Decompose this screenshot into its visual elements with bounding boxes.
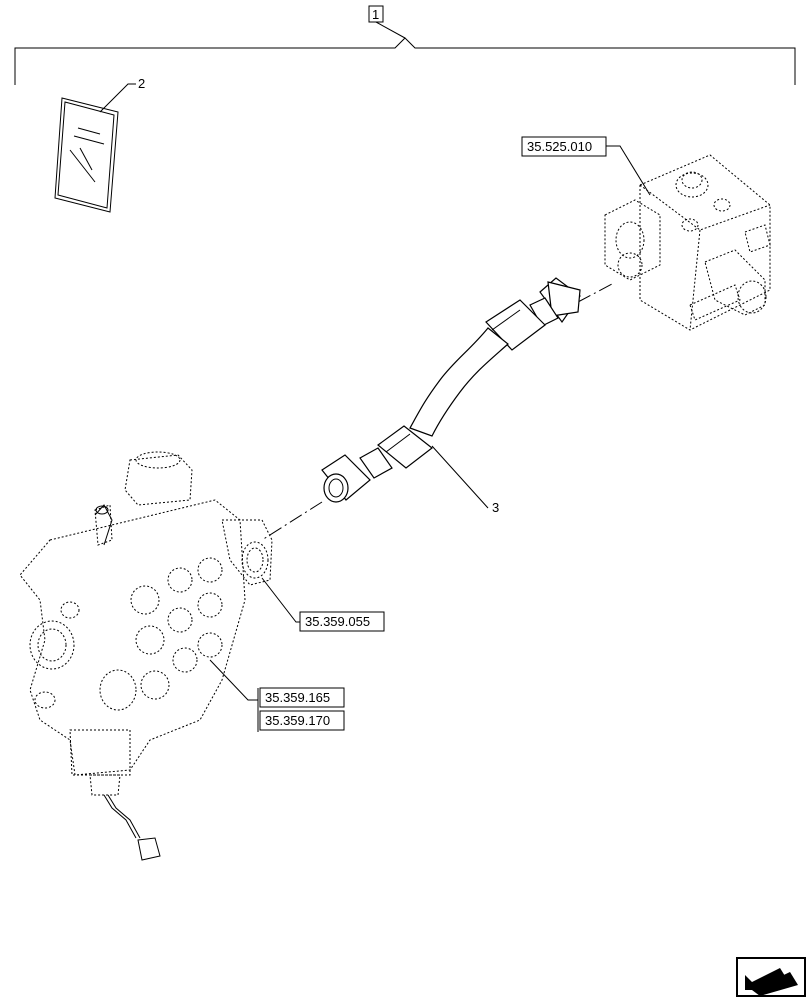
fitting-reference: 35.359.055: [261, 577, 385, 632]
hose-item-number: 3: [492, 500, 499, 515]
centerline-upper: [577, 283, 613, 303]
kit-callout: 1: [368, 5, 406, 39]
next-page-arrow-icon[interactable]: [736, 957, 806, 997]
valve-block: [604, 154, 771, 331]
control-valve-ref-a: 35.359.165: [265, 690, 330, 705]
manual-callout: 2: [99, 76, 145, 113]
centerline-lower: [261, 501, 323, 541]
hose-callout: 3: [431, 445, 499, 515]
valve-block-reference: 35.525.010: [521, 136, 651, 196]
control-valve-references: 35.359.165 35.359.170: [209, 659, 345, 732]
kit-item-number: 1: [372, 7, 379, 22]
valve-block-ref-label: 35.525.010: [527, 139, 592, 154]
fitting-ref-label: 35.359.055: [305, 614, 370, 629]
control-valve: [19, 451, 273, 861]
hydraulic-hose: [321, 277, 581, 503]
control-valve-ref-b: 35.359.170: [265, 713, 330, 728]
operator-manual: [54, 97, 119, 213]
kit-bracket: [14, 37, 796, 85]
manual-item-number: 2: [138, 76, 145, 91]
